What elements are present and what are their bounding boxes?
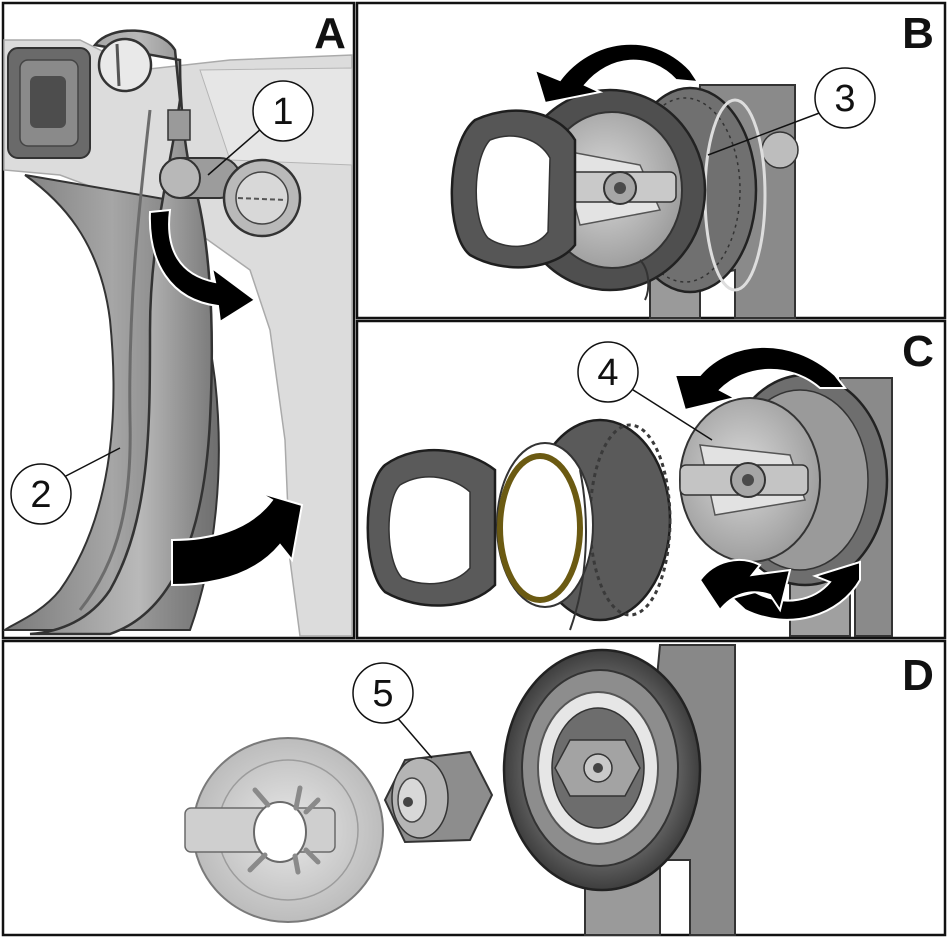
hex-nut-left	[7, 47, 91, 159]
removed-retaining-ring	[496, 418, 672, 622]
removed-cap-loop	[366, 448, 497, 607]
fluid-nozzle	[383, 750, 494, 844]
rotation-arrow-icon	[533, 42, 700, 105]
trigger-edge	[78, 109, 152, 611]
nozzle-seat	[502, 648, 702, 892]
curved-arrow-icon	[148, 208, 257, 324]
callout-2: 2	[10, 447, 121, 525]
side-knob	[761, 131, 799, 169]
callout-4-label: 4	[597, 352, 618, 394]
panel-c-letter: C	[902, 327, 934, 376]
cap-horn	[569, 469, 587, 631]
panel-c: 4 C	[355, 319, 947, 640]
callout-1: 1	[207, 80, 314, 176]
cap-handle-loop	[450, 109, 577, 269]
rotation-arrow-icon	[673, 345, 848, 412]
pivot-screw	[97, 37, 153, 93]
panel-b-letter: B	[902, 9, 934, 58]
panel-d: 5 D	[1, 639, 947, 937]
retaining-screw	[222, 158, 302, 238]
cap-edge	[639, 259, 650, 301]
callout-2-label: 2	[30, 474, 51, 516]
callout-1-label: 1	[272, 91, 293, 133]
air-nozzle	[679, 397, 821, 563]
callout-3: 3	[707, 67, 876, 156]
panel-a-letter: A	[314, 9, 346, 58]
callout-3-label: 3	[834, 78, 855, 120]
callout-5-label: 5	[372, 673, 393, 715]
panel-b: 3 B	[355, 1, 947, 320]
curved-arrow-icon	[171, 491, 304, 587]
panel-d-letter: D	[902, 651, 934, 700]
panel-a: 1 2 A	[1, 1, 356, 640]
transparent-air-distributor	[184, 737, 384, 923]
rotation-arrow-icon	[698, 559, 861, 621]
callout-5: 5	[352, 662, 433, 759]
bracket	[167, 109, 191, 141]
callout-4: 4	[577, 341, 713, 441]
trigger-pin	[159, 157, 241, 199]
seal-ring	[497, 453, 583, 603]
